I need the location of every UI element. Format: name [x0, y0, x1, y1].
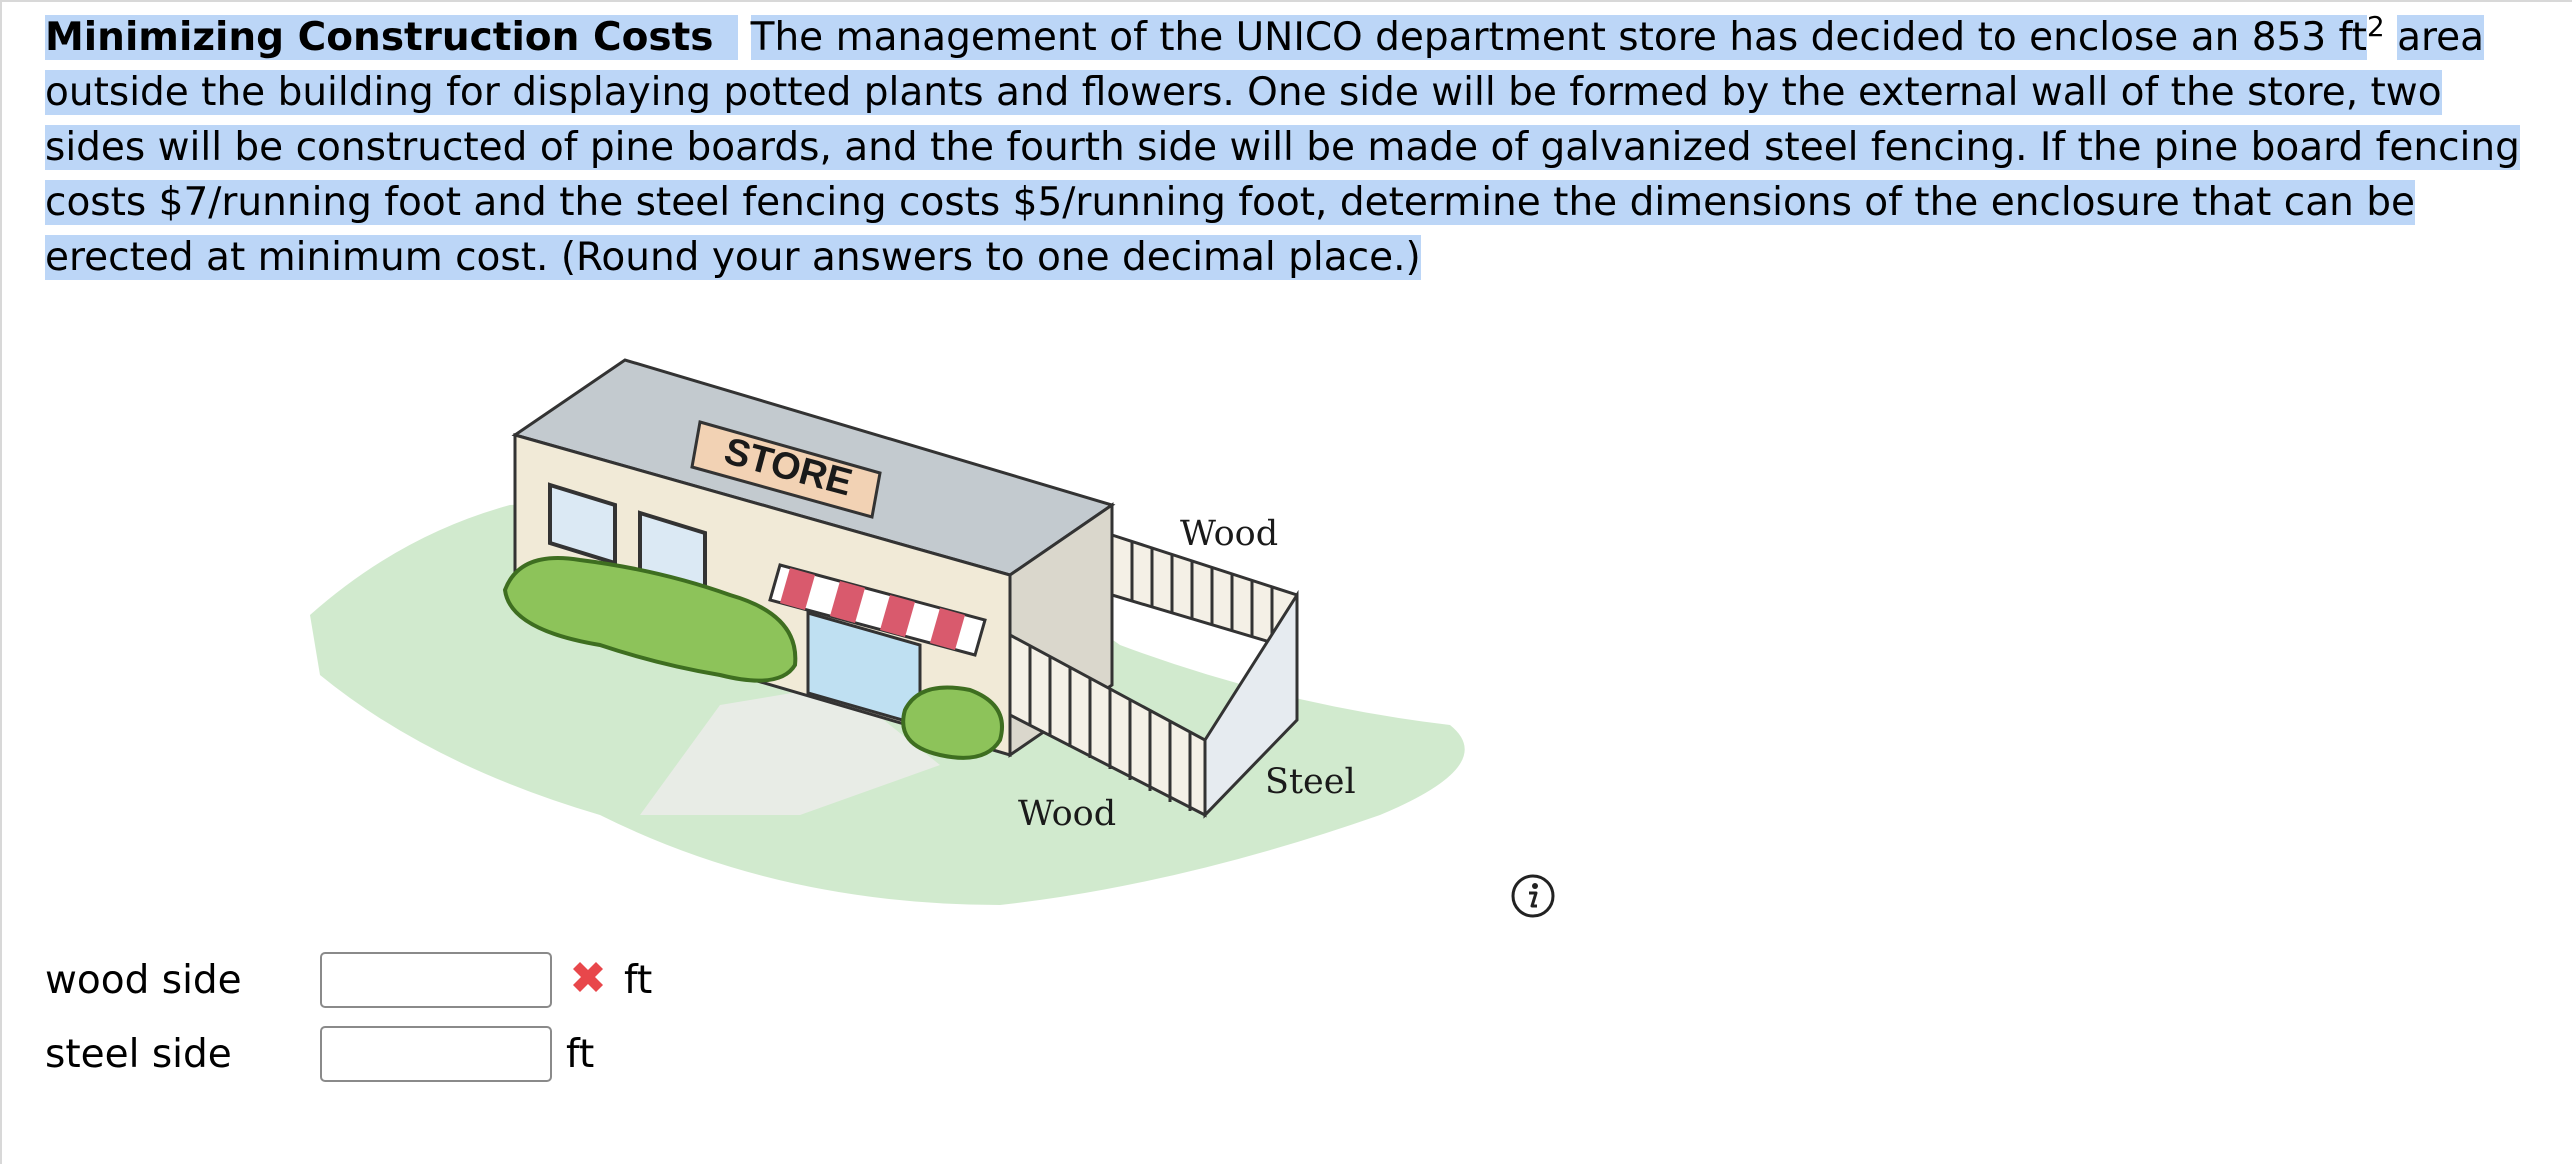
wood-side-label: wood side	[45, 957, 242, 1003]
steel-fence	[1203, 589, 1299, 819]
wood-side-unit: ft	[624, 957, 653, 1003]
problem-statement: Minimizing Construction Costs The manage…	[45, 10, 2545, 285]
steel-side-input[interactable]	[320, 1026, 552, 1082]
problem-text-part2: area outside the building for displaying…	[45, 15, 2520, 280]
walkway	[640, 685, 940, 815]
label-wood-bottom: Wood	[1018, 794, 1116, 834]
problem-text-part1: The management of the UNICO department s…	[750, 15, 2367, 60]
window-left	[548, 482, 617, 566]
awning	[768, 563, 987, 657]
answer-row-wood: wood side ft	[45, 950, 652, 1010]
bush-left	[502, 556, 798, 683]
store-enclosure-figure: STORE	[280, 345, 1500, 905]
answer-row-steel: steel side ft	[45, 1024, 594, 1084]
problem-title: Minimizing Construction Costs	[45, 15, 714, 60]
exponent: 2	[2366, 10, 2385, 43]
bush-small	[901, 685, 1004, 760]
steel-side-label: steel side	[45, 1031, 232, 1077]
wood-side-input[interactable]	[320, 952, 552, 1008]
label-wood-top: Wood	[1180, 514, 1278, 554]
label-steel: Steel	[1265, 762, 1356, 802]
info-icon[interactable]	[1510, 873, 1556, 919]
steel-side-unit: ft	[566, 1031, 595, 1077]
x-mark-icon	[573, 962, 603, 992]
